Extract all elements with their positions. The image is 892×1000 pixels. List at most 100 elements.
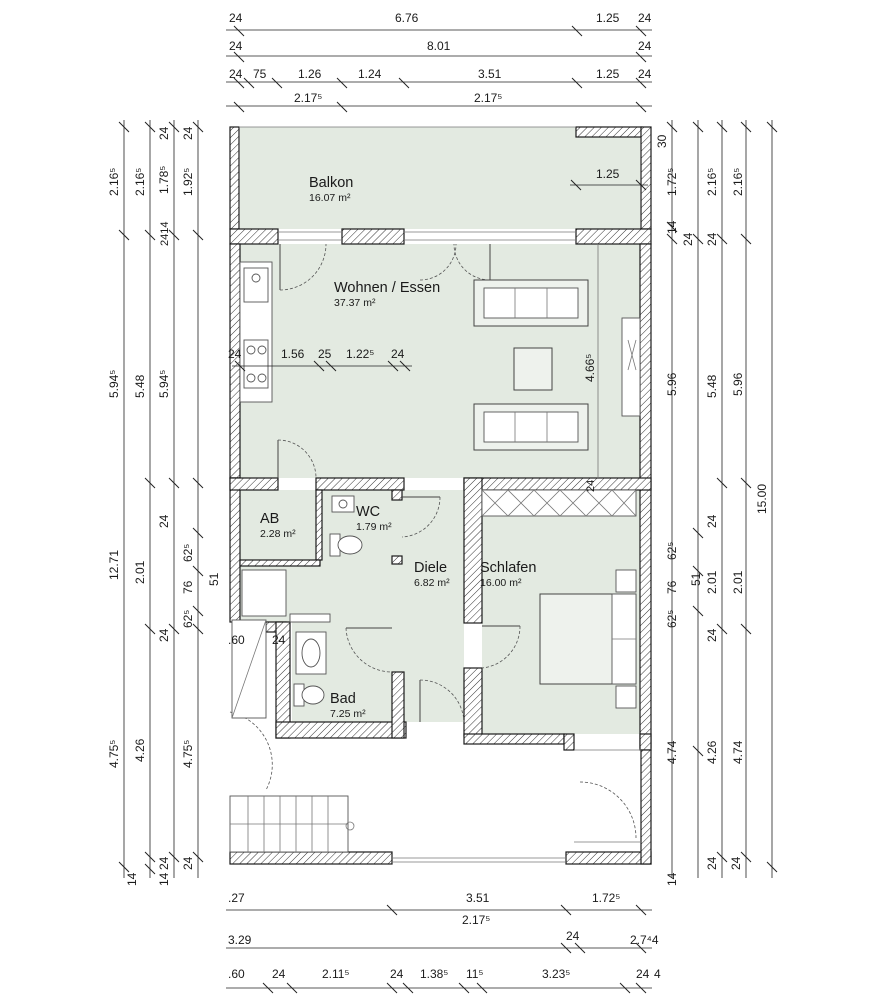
right-dim-3-6: 24 [705, 628, 719, 642]
room-area-schlafen: 16.00 m² [480, 577, 522, 589]
bottom-dim-1-1: 3.51 [466, 891, 490, 905]
sink-icon [243, 267, 269, 303]
left-dim-3-5: 62⁵ [181, 544, 195, 562]
window-lines [239, 126, 641, 863]
right-dim-2-2: 76 [665, 580, 679, 594]
right-dim-1-1: 1.72⁵ [665, 168, 679, 196]
kitchen-dim-4: 24 [391, 347, 405, 361]
left-dim-2-0: 2.16⁵ [133, 168, 147, 196]
right-dim-3-0: 2.16⁵ [705, 168, 719, 196]
right-dim-3-7: 4.26 [705, 740, 719, 764]
room-name-schlafen: Schlafen [480, 560, 536, 576]
right-dim-4-4: 4.74 [731, 740, 745, 764]
right-dim-4-2: 15.00 [755, 484, 769, 514]
right-dim-2-6: 14 [665, 872, 679, 886]
bottom-dim-4-2: 2.11⁵ [322, 967, 349, 981]
right-dim-2-3: 62⁵ [665, 610, 679, 628]
shelf [289, 613, 331, 623]
right-dim-1-2: 14 [665, 220, 679, 234]
bottom-dimension-chains: .27 3.51 1.72⁵ 2.17⁵ 3.29 24 2.7⁴4 .60 2… [226, 891, 661, 994]
room-area-wohnen: 37.37 m² [334, 297, 376, 309]
stair [229, 619, 355, 853]
right-dim-3-3: 24 [705, 514, 719, 528]
coffee-table [513, 347, 553, 391]
left-dim-1-2: 12.71 [107, 550, 121, 580]
bad-fixtures [293, 631, 327, 707]
right-dim-1-0: 30 [655, 134, 669, 148]
bottom-dim-3-2: 2.7⁴4 [630, 933, 659, 947]
left-dim-3-10: 24 [181, 856, 195, 870]
top-dim-3-1: 75 [253, 67, 267, 81]
kitchen-dim-1: 1.56 [281, 347, 305, 361]
right-dim-2-4: 4.74 [665, 740, 679, 764]
bottom-dim-2-0: 2.17⁵ [462, 913, 490, 927]
left-dim-1-1: 5.94⁵ [107, 370, 121, 398]
room-name-diele: Diele [414, 560, 447, 576]
bottom-dim-3-0: 3.29 [228, 933, 252, 947]
left-dim-1-0: 2.16⁵ [107, 168, 121, 196]
room-name-wc: WC [356, 504, 380, 520]
left-dim-2-1: 5.48 [133, 374, 147, 398]
balkon-inner-dim: 1.25 [596, 167, 620, 181]
kitchen-dim-3: 1.22⁵ [346, 347, 374, 361]
bottom-dim-4-6: 3.23⁵ [542, 967, 570, 981]
top-dim-1-2: 1.25 [596, 11, 620, 25]
room-area-ab: 2.28 m² [260, 528, 296, 540]
bed [539, 569, 637, 709]
right-dim-1-5: 24 [585, 480, 597, 492]
right-dimension-chains: 30 1.72⁵ 14 24 4.66⁵ 24 5.96 62⁵ 76 62⁵ … [583, 120, 778, 886]
room-area-wc: 1.79 m² [356, 521, 392, 533]
bottom-dim-4-8: 4 [654, 967, 661, 981]
top-dim-1-3: 24 [638, 11, 652, 25]
top-dim-3-4: 3.51 [478, 67, 502, 81]
left-dim-3-3: 5.94⁵ [157, 370, 171, 398]
stair-dim-24: 24 [272, 633, 286, 647]
wardrobe [481, 489, 637, 517]
left-dim-3-6: 76 [181, 580, 195, 594]
left-dim-3-0: 24 [157, 126, 171, 140]
left-dim-1-4: 14 [125, 872, 139, 886]
left-dim-2-4: 24 [157, 856, 171, 870]
right-dim-2-0: 5.96 [665, 372, 679, 396]
right-dim-2-5: 24 [705, 856, 719, 870]
left-dim-2-2: 2.01 [133, 560, 147, 584]
top-dim-3-0: 24 [229, 67, 243, 81]
left-dim-1-3: 4.75⁵ [107, 740, 121, 768]
left-dim-3-7: 62⁵ [181, 610, 195, 628]
stair-dim-60: .60 [228, 633, 245, 647]
top-dim-3-6: 24 [638, 67, 652, 81]
bottom-dim-3-1: 24 [566, 929, 580, 943]
top-dimension-chains: 24 6.76 1.25 24 24 8.01 24 24 75 1.26 1.… [226, 11, 652, 113]
room-area-balkon: 16.07 m² [309, 192, 351, 204]
bottom-dim-4-3: 24 [390, 967, 404, 981]
bottom-dim-4-5: 11⁵ [466, 967, 483, 981]
room-name-bad: Bad [330, 691, 356, 707]
bottom-dim-4-0: .60 [228, 967, 245, 981]
left-dim-2-3: 4.26 [133, 738, 147, 762]
right-dim-4-0: 2.16⁵ [731, 168, 745, 196]
sofa-bottom [473, 403, 589, 451]
bottom-dim-1-2: 1.72⁵ [592, 891, 620, 905]
right-dim-3-1: 24 [681, 232, 695, 246]
left-dim-3-9: 4.75⁵ [181, 740, 195, 768]
top-dim-3-5: 1.25 [596, 67, 620, 81]
top-dim-3-3: 1.24 [358, 67, 382, 81]
kitchen-dim-2: 25 [318, 347, 332, 361]
top-dim-1-0: 24 [229, 11, 243, 25]
kitchen-dim-0: 24 [228, 347, 242, 361]
left-dim-3-8: 24 [157, 628, 171, 642]
left-dim-4-0: 24 [181, 126, 195, 140]
left-dim-3-4: 24 [157, 514, 171, 528]
room-area-diele: 6.82 m² [414, 577, 450, 589]
tv-cabinet [621, 317, 641, 417]
washing-machine [241, 569, 287, 617]
kitchen-counter [239, 261, 273, 403]
top-dim-2-1: 8.01 [427, 39, 451, 53]
room-labels: Balkon 16.07 m² Wohnen / Essen 37.37 m² … [260, 175, 536, 720]
left-dim-4-1: 1.92⁵ [181, 168, 195, 196]
right-dim-4-3: 2.01 [731, 570, 745, 594]
sofa-top [473, 279, 589, 327]
bottom-dim-4-7: 24 [636, 967, 650, 981]
left-dim-3-2: 2414 [159, 222, 171, 246]
